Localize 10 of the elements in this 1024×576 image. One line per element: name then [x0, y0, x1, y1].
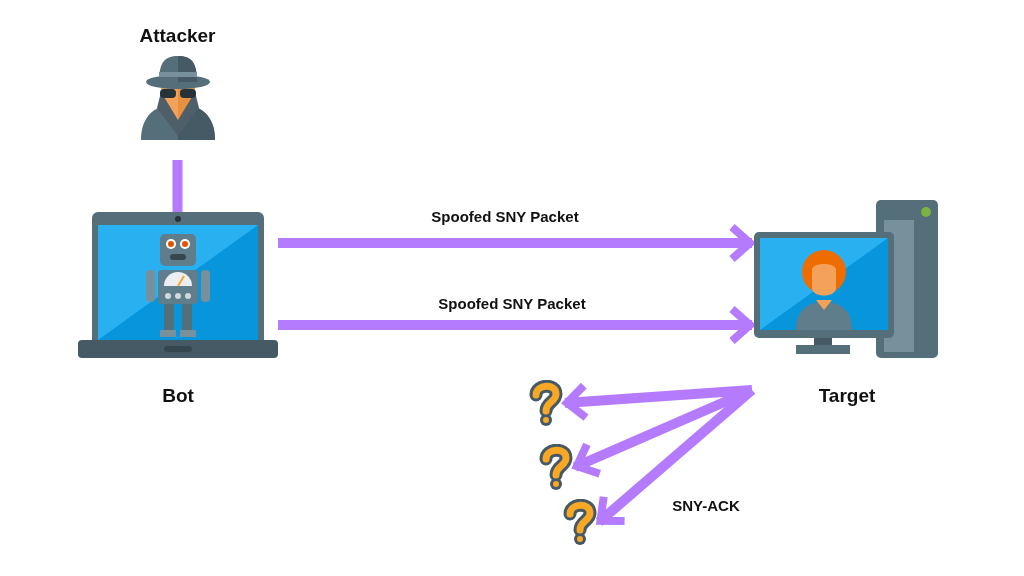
- arrow: [278, 223, 754, 263]
- arrow: [278, 305, 754, 345]
- connector-line: [172, 160, 183, 212]
- node-label: Target: [818, 384, 876, 408]
- arrow: [572, 385, 754, 478]
- node-label: Attacker: [139, 24, 216, 48]
- edge-label: Spoofed SNY Packet: [429, 208, 581, 226]
- node-label: Bot: [162, 384, 194, 408]
- arrow: [563, 381, 753, 422]
- edge-label: Spoofed SNY Packet: [436, 295, 588, 313]
